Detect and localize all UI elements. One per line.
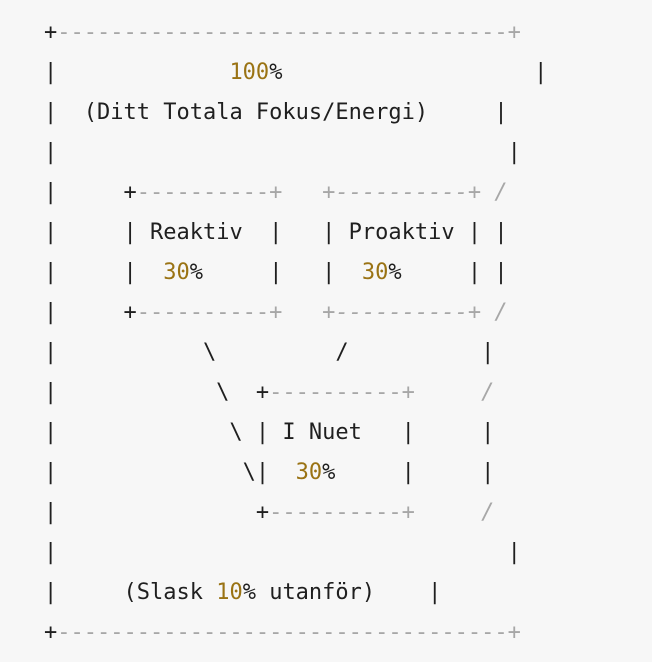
present-box-top-border: | \ +----------+ / [44, 380, 495, 405]
waste-prefix: (Slask [123, 580, 217, 605]
present-box-percent: 30 [295, 460, 323, 485]
outer-box-top-border: +----------------------------------+ [44, 20, 521, 45]
waste-row: | (Slask 10% utanför) | [44, 580, 442, 605]
outer-box-row-blank: | | [44, 140, 521, 165]
proactive-box-percent: 30 [361, 260, 389, 285]
total-label: (Ditt Totala Fokus/Energi) [83, 100, 429, 125]
inner-boxes-percent-row: | | 30% | | 30% | | [44, 260, 508, 285]
waste-suffix: % utanför) [242, 580, 376, 605]
total-percent-value: 100 [229, 60, 270, 85]
outer-box-row-label: | (Ditt Totala Fokus/Energi) | [44, 100, 508, 125]
inner-boxes-bottom-border: | +----------+ +----------+ / [44, 300, 508, 325]
inner-boxes-label-row: | | Reaktiv | | Proaktiv | | [44, 220, 508, 245]
present-box-bottom-border: | +----------+ / [44, 500, 495, 525]
present-box-percent-row: | \| 30% | | [44, 460, 495, 485]
waste-percent: 10 [216, 580, 243, 605]
connector-row-1: | \ / | [44, 340, 495, 365]
outer-box-bottom-border: +----------------------------------+ [44, 620, 521, 645]
outer-box-row-blank-2: | | [44, 540, 521, 565]
present-box-label-row: | \ | I Nuet | | [44, 420, 495, 445]
outer-box-row-total: | 100% | [44, 60, 548, 85]
reactive-box-label: Reaktiv [149, 220, 243, 245]
inner-boxes-top-border: | +----------+ +----------+ / [44, 180, 508, 205]
proactive-box-label: Proaktiv [348, 220, 455, 245]
present-box-label: I Nuet [282, 420, 362, 445]
reactive-box-percent: 30 [163, 260, 190, 285]
